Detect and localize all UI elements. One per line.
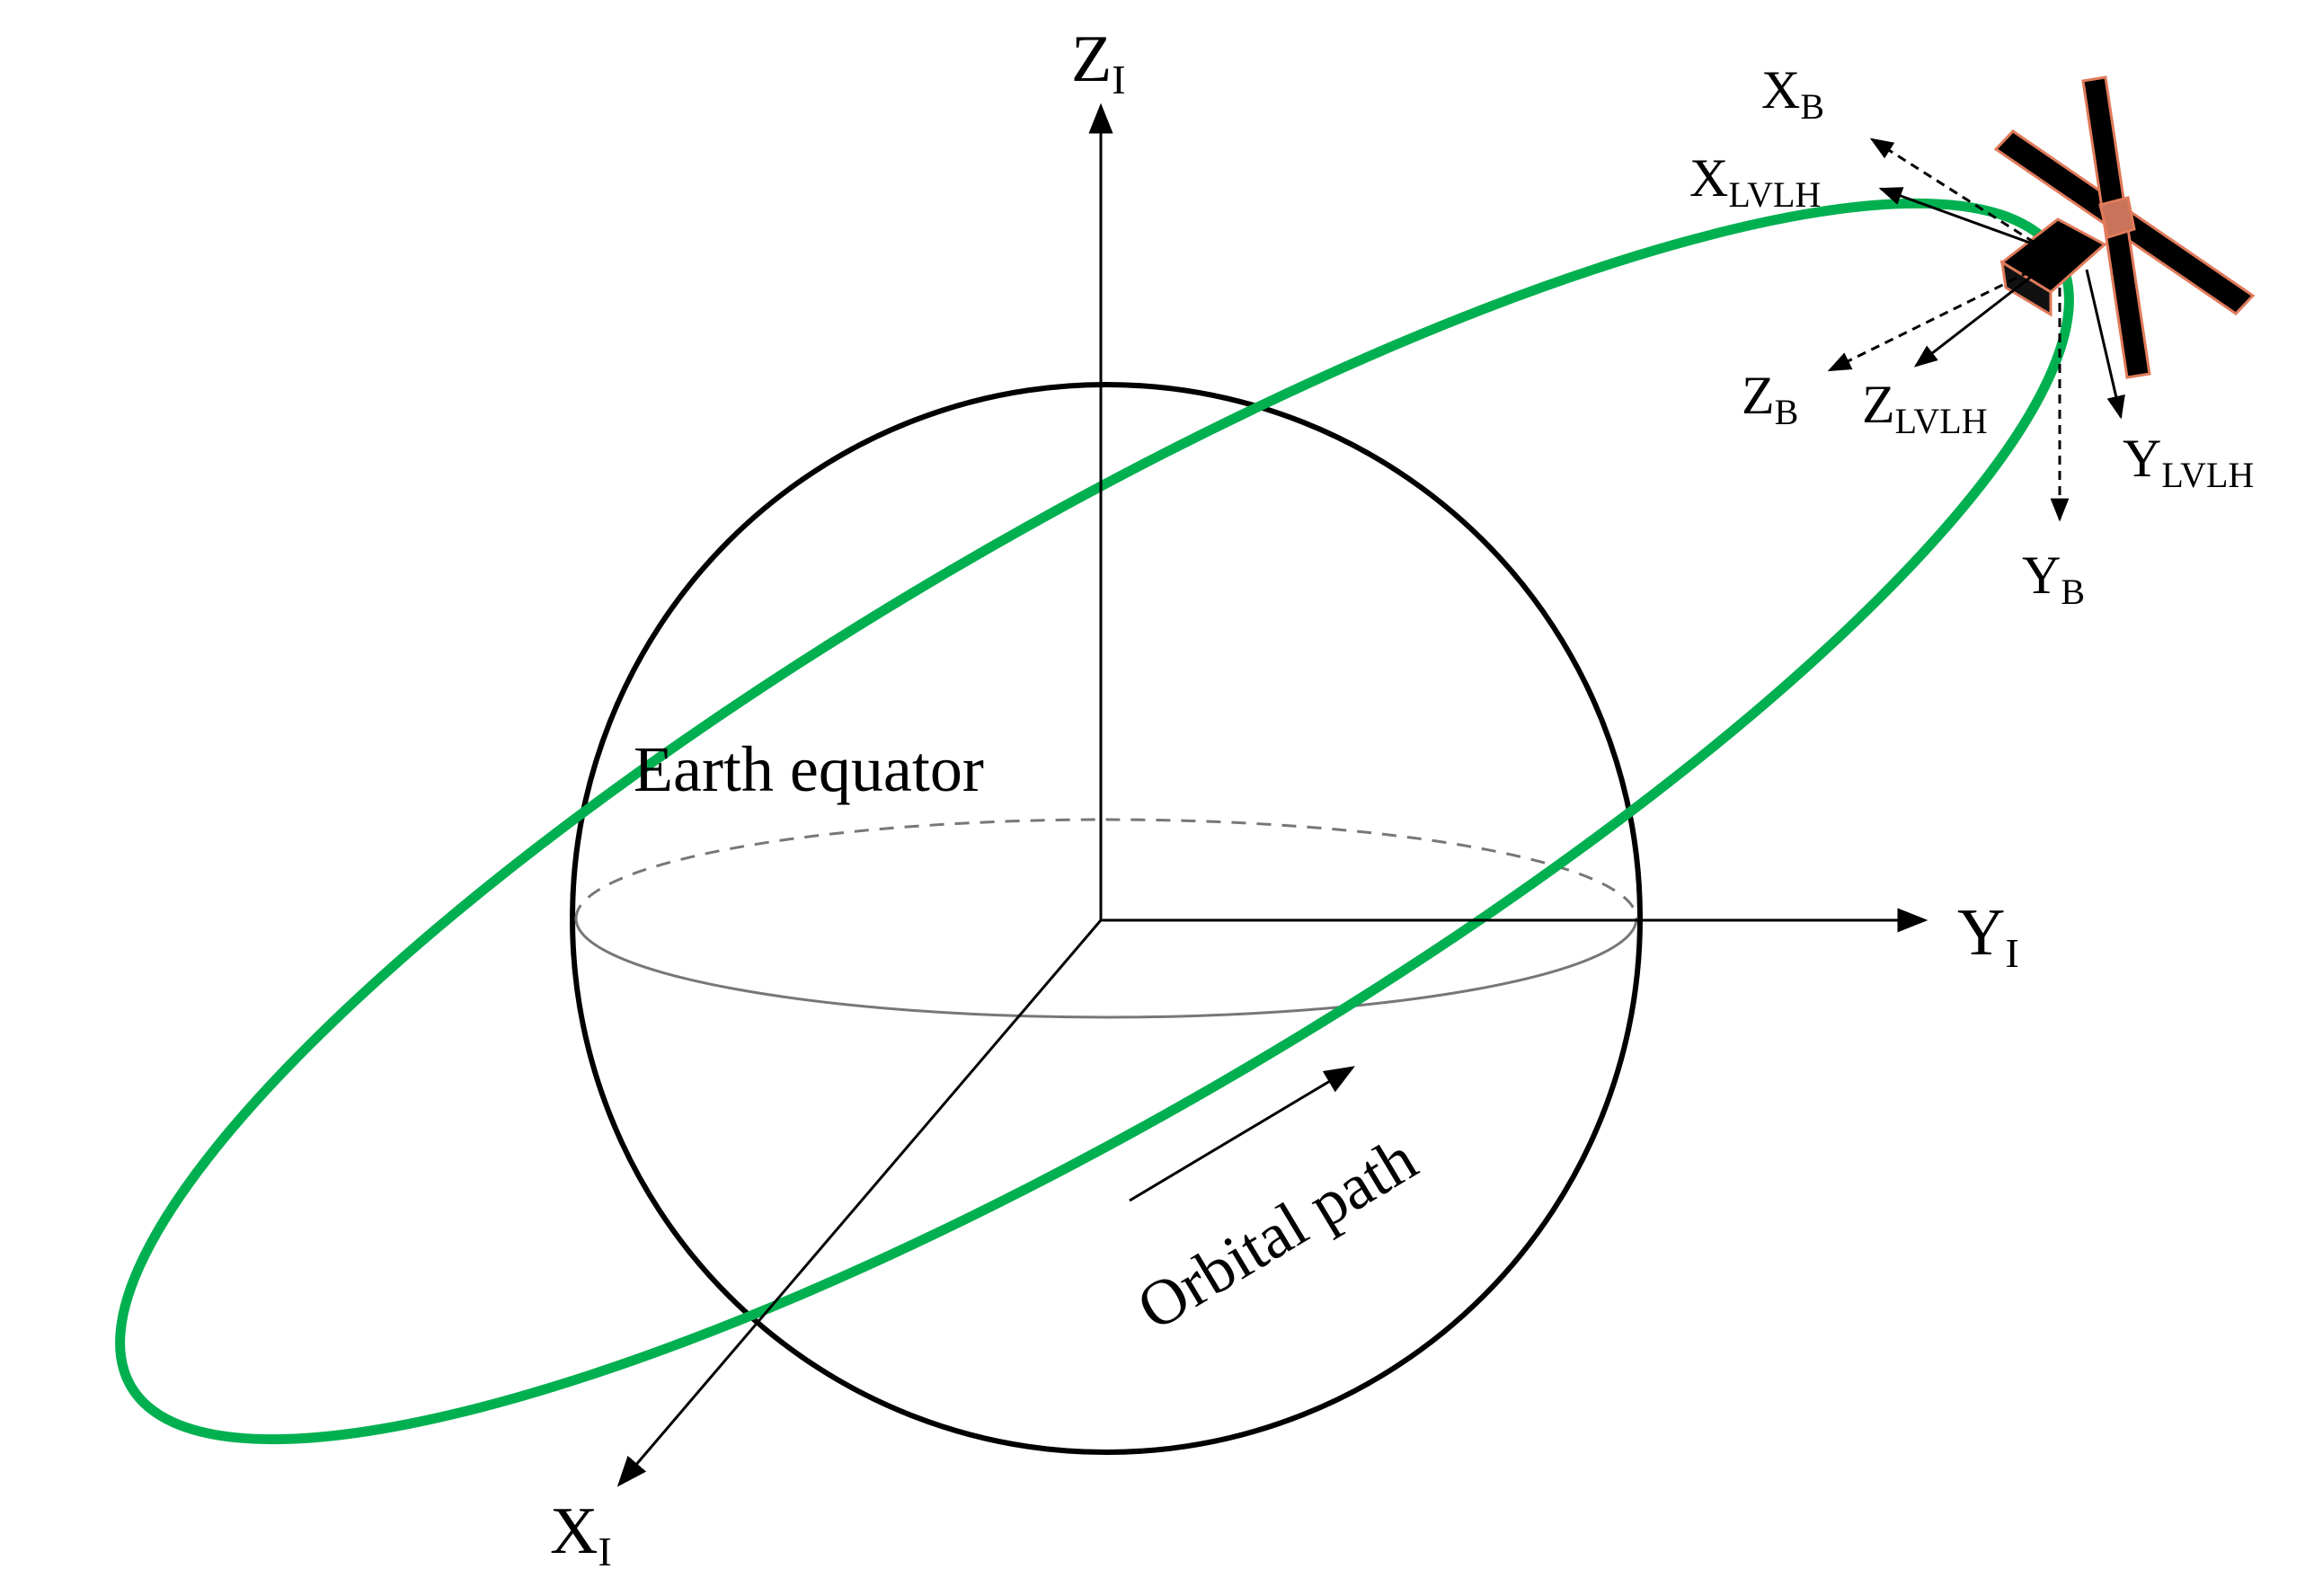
x-lvlh-label: XLVLH bbox=[1689, 148, 1821, 215]
satellite-core bbox=[2098, 196, 2136, 239]
orbital-path-ellipse bbox=[115, 198, 2074, 1445]
x-body-label: XB bbox=[1761, 60, 1824, 127]
y-lvlh-label: YLVLH bbox=[2123, 429, 2254, 495]
y-body-label: YB bbox=[2022, 545, 2085, 612]
z-inertial-label: ZI bbox=[1071, 22, 1126, 102]
orbital-direction-arrow bbox=[1129, 1066, 1355, 1202]
z-lvlh-label: ZLVLH bbox=[1862, 375, 1988, 441]
orbital-path-label: Orbital path bbox=[1125, 1122, 1429, 1344]
y-inertial-label: YI bbox=[1957, 896, 2019, 976]
equator-front bbox=[574, 918, 1638, 1019]
earth-sphere bbox=[570, 382, 1643, 1455]
earth-equator-label: Earth equator bbox=[634, 733, 984, 805]
z-body-arrow bbox=[1827, 270, 2031, 372]
z-lvlh-arrow bbox=[1913, 272, 2035, 368]
satellite-bus-side bbox=[2000, 260, 2052, 317]
x-body-arrow bbox=[1869, 137, 2035, 244]
equator-back-dashed bbox=[574, 818, 1638, 919]
z-body-label: ZB bbox=[1742, 366, 1798, 432]
x-lvlh-arrow bbox=[1878, 187, 2035, 246]
y-lvlh-arrow bbox=[2085, 269, 2125, 420]
x-inertial-axis bbox=[616, 919, 1103, 1487]
x-inertial-label: XI bbox=[550, 1494, 612, 1574]
